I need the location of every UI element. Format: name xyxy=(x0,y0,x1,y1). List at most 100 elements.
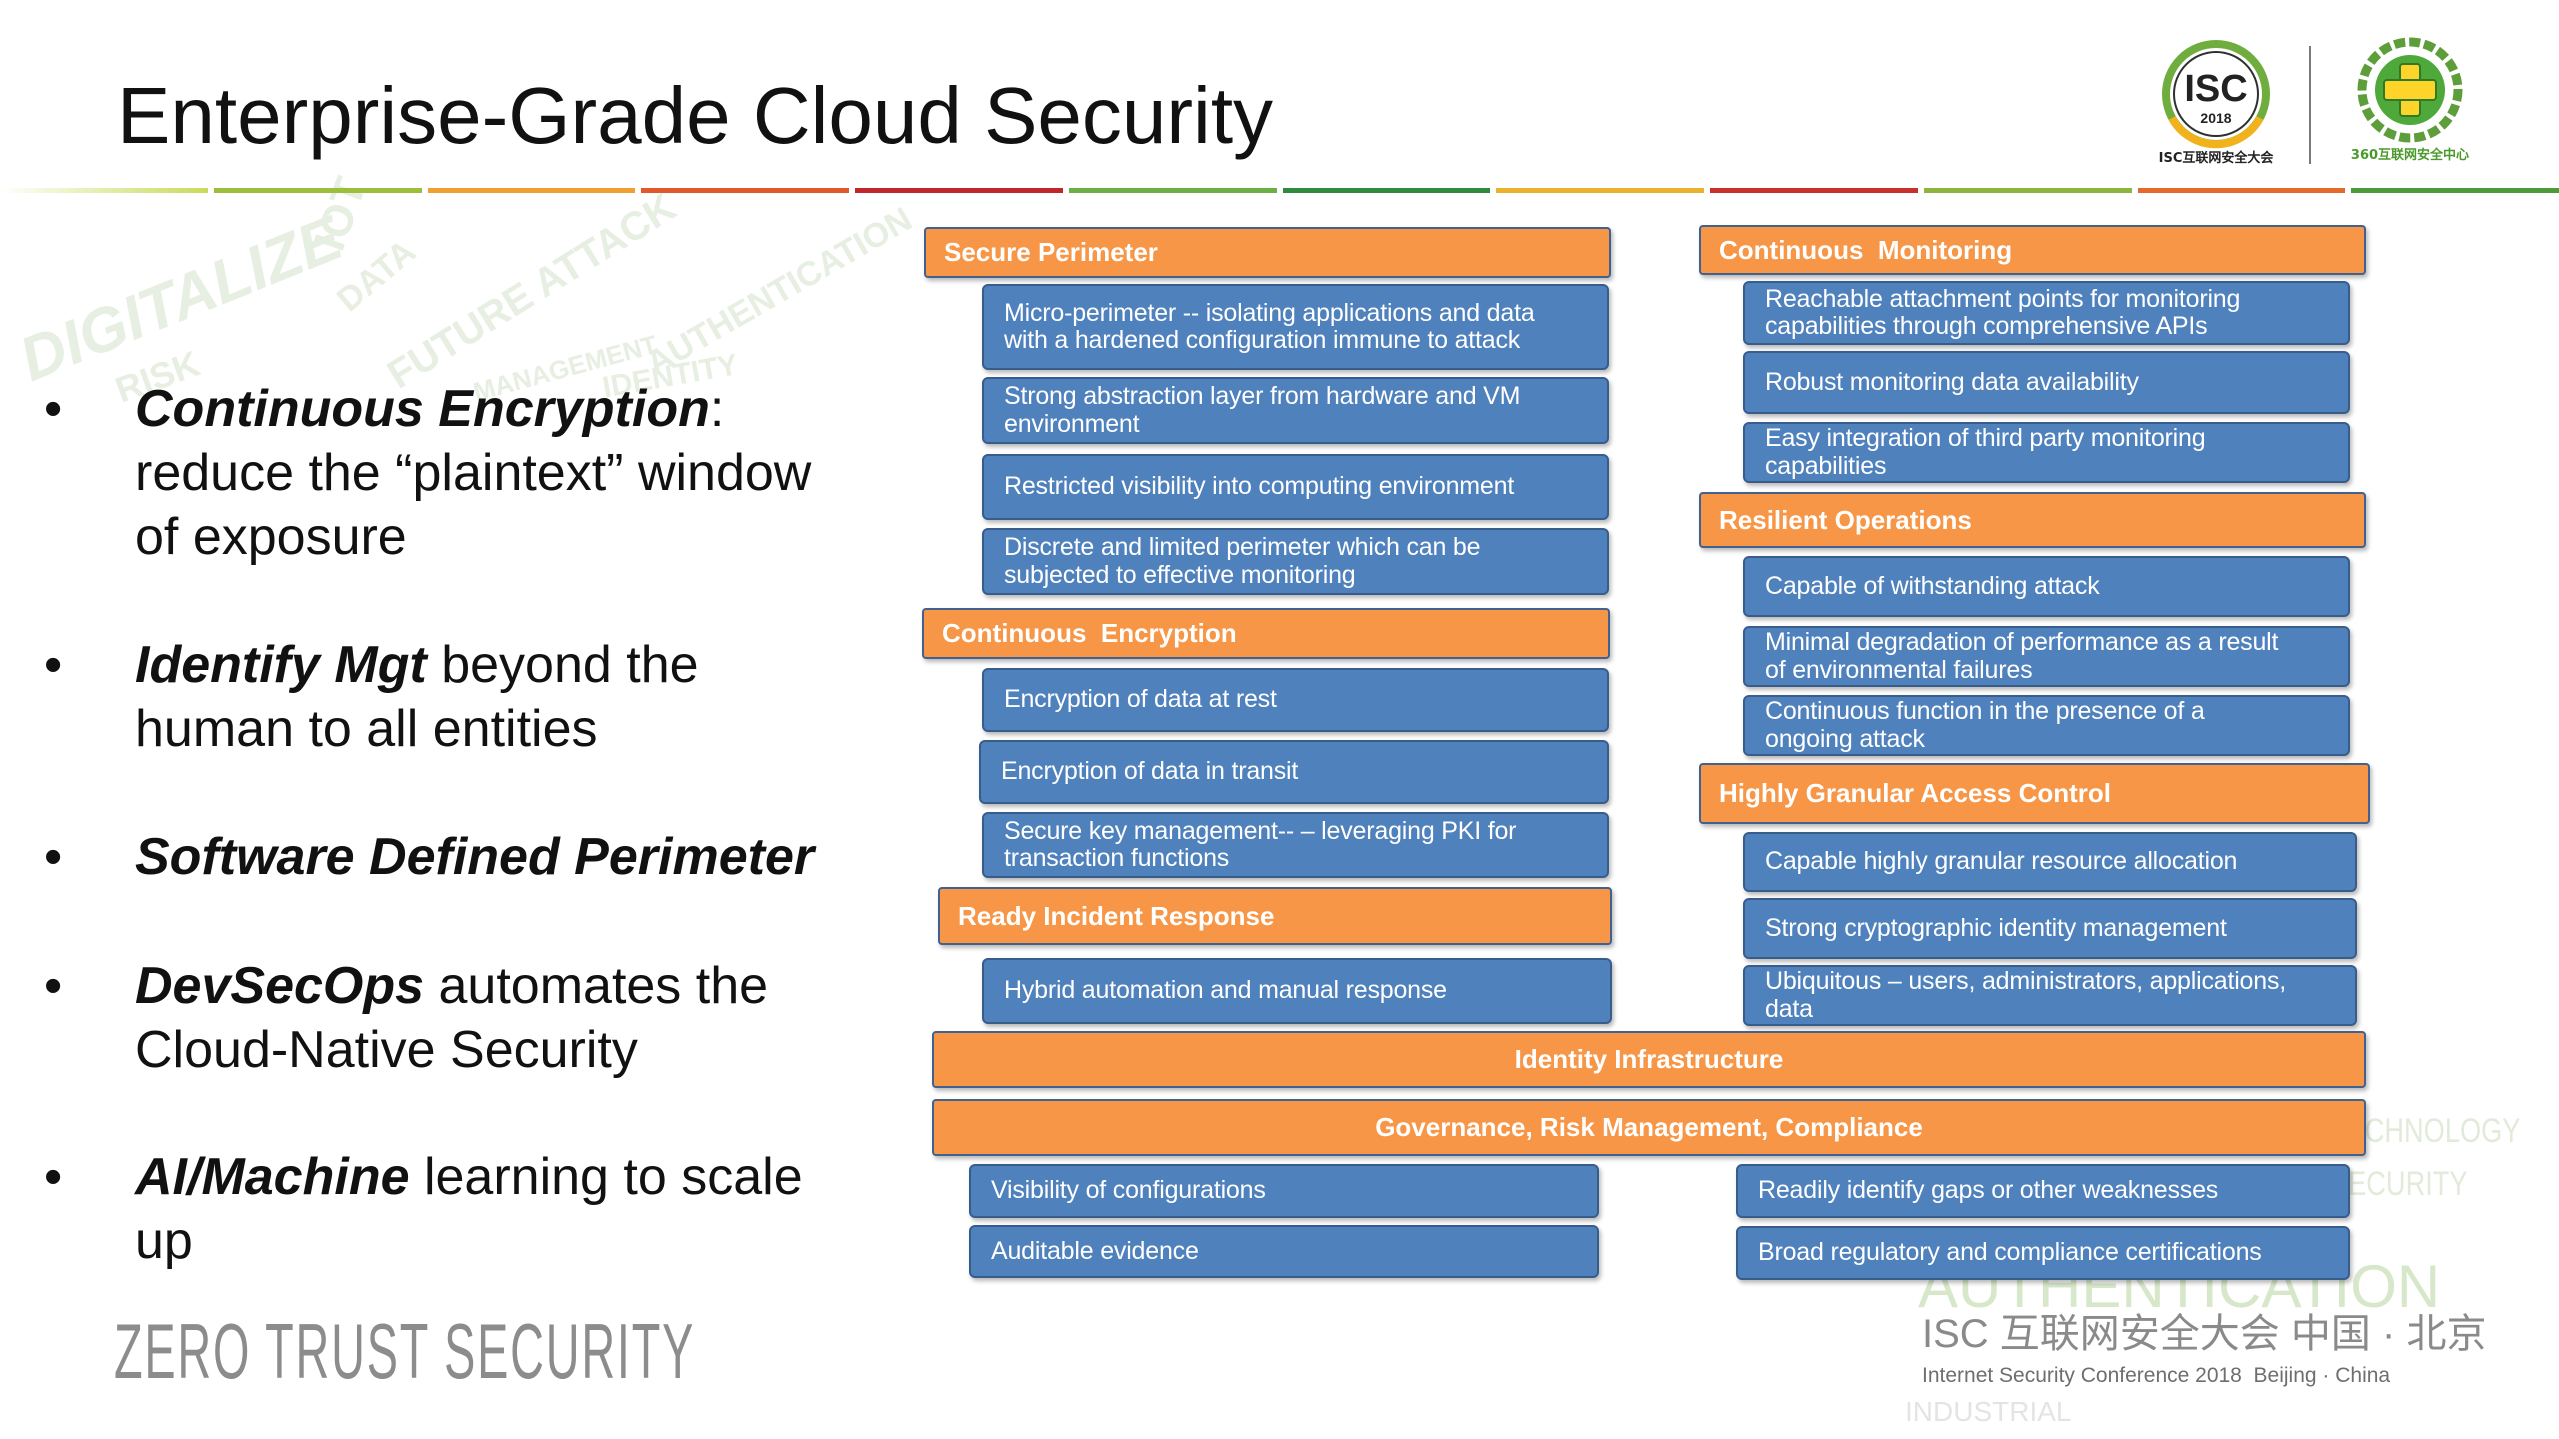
resilient-operations-item: Continuous function in the presence of a… xyxy=(1743,695,2350,756)
bullet-marker: • xyxy=(44,636,63,694)
secure-perimeter-item: Discrete and limited perimeter which can… xyxy=(982,528,1609,595)
resilient-operations-header: Resilient Operations xyxy=(1699,492,2366,548)
header-label: Continuous Encryption xyxy=(942,618,1237,649)
stripe-segment xyxy=(0,188,208,193)
bullet-tail: learning to scale xyxy=(409,1148,803,1206)
ready-incident-response-header: Ready Incident Response xyxy=(938,887,1612,945)
zero-trust-tagline: ZERO TRUST SECURITY xyxy=(114,1307,696,1395)
bullet-line: reduce the “plaintext” window xyxy=(135,444,812,502)
item-text-line: Readily identify gaps or other weaknesse… xyxy=(1758,1176,2219,1205)
secure-perimeter-item: Micro-perimeter -- isolating application… xyxy=(982,284,1609,370)
item-text-line: Strong abstraction layer from hardware a… xyxy=(1004,382,1521,410)
header-label: Governance, Risk Management, Compliance xyxy=(1375,1112,1923,1143)
item-text-line: capabilities xyxy=(1765,451,1887,480)
item-text-line: Micro-perimeter -- isolating application… xyxy=(1004,298,1535,327)
grc-item: Auditable evidence xyxy=(969,1225,1599,1278)
item-text-line: Strong cryptographic identity management xyxy=(1765,913,2227,942)
stripe-segment xyxy=(641,188,849,193)
slide-title: Enterprise-Grade Cloud Security xyxy=(117,71,1274,160)
continuous-encryption-item: Encryption of data in transit xyxy=(979,740,1609,804)
item-text-line: with a hardened configuration immune to … xyxy=(1004,326,1521,354)
watermark-word: SECURITY xyxy=(2330,1165,2468,1203)
bullet-lead: Continuous Encryption xyxy=(135,380,710,438)
item-text-line: Ubiquitous – users, administrators, appl… xyxy=(1765,967,2287,995)
item-text-line: of environmental failures xyxy=(1765,655,2033,684)
360-logo-caption: 360互联网安全中心 xyxy=(2351,147,2469,163)
access-control-item: Strong cryptographic identity management xyxy=(1743,898,2357,959)
stripe-segment xyxy=(1923,188,2132,193)
continuous-monitoring-item: Reachable attachment points for monitori… xyxy=(1743,281,2350,345)
item-text-line: Capable highly granular resource allocat… xyxy=(1765,847,2238,876)
grc-item: Readily identify gaps or other weaknesse… xyxy=(1736,1164,2350,1218)
bullet-marker: • xyxy=(44,1148,63,1206)
bullet-marker: • xyxy=(44,380,63,438)
header-label: Identity Infrastructure xyxy=(1514,1044,1784,1075)
item-text-line: Hybrid automation and manual response xyxy=(1004,976,1447,1005)
item-text-line: environment xyxy=(1004,409,1140,438)
identity-infrastructure-header: Identity Infrastructure xyxy=(932,1031,2366,1088)
title-stripe xyxy=(0,188,2559,193)
stripe-segment xyxy=(1068,188,1277,193)
item-text-line: Discrete and limited perimeter which can… xyxy=(1004,533,1481,561)
stripe-segment xyxy=(213,188,422,193)
watermark-word: AUTHENTICATION xyxy=(640,200,919,383)
stripe-segment xyxy=(855,188,1063,193)
360-logo: 360互联网安全中心 xyxy=(2351,37,2469,163)
header-label: Ready Incident Response xyxy=(958,900,1275,931)
bullet-lead: Software Defined Perimeter xyxy=(135,828,815,886)
stripe-segment xyxy=(427,188,636,193)
item-text-line: data xyxy=(1765,994,1813,1023)
header-label: Highly Granular Access Control xyxy=(1719,778,2112,809)
item-text-line: Minimal degradation of performance as a … xyxy=(1765,628,2279,656)
stripe-segment xyxy=(1496,188,1704,193)
item-text-line: Reachable attachment points for monitori… xyxy=(1765,284,2241,313)
stripe-segment xyxy=(1710,188,1918,193)
continuous-encryption-header: Continuous Encryption xyxy=(922,608,1610,659)
resilient-operations-item: Minimal degradation of performance as a … xyxy=(1743,626,2350,687)
conference-name-en: Internet Security Conference 2018 Beijin… xyxy=(1922,1364,2391,1387)
continuous-encryption-item: Secure key management-- – leveraging PKI… xyxy=(982,812,1609,878)
item-text-line: Encryption of data at rest xyxy=(1004,685,1277,714)
access-control-header: Highly Granular Access Control xyxy=(1699,763,2370,824)
isc-logo-mark: ISC xyxy=(2184,68,2247,110)
grc-item: Broad regulatory and compliance certific… xyxy=(1736,1226,2350,1280)
item-text-line: Secure key management-- – leveraging PKI… xyxy=(1004,816,1517,845)
header-label: Resilient Operations xyxy=(1719,504,1972,535)
continuous-monitoring-item: Robust monitoring data availability xyxy=(1743,351,2350,414)
continuous-encryption-item: Encryption of data at rest xyxy=(982,668,1609,732)
logo-divider xyxy=(2309,46,2311,164)
secure-perimeter-item: Strong abstraction layer from hardware a… xyxy=(982,377,1609,444)
bullet-tail: : xyxy=(709,380,725,438)
secure-perimeter-item: Restricted visibility into computing env… xyxy=(982,454,1609,520)
header-label: Continuous Monitoring xyxy=(1719,234,2013,265)
bullet-line: of exposure xyxy=(135,508,407,566)
item-text-line: Easy integration of third party monitori… xyxy=(1765,424,2206,452)
item-text-line: transaction functions xyxy=(1004,844,1230,872)
stripe-segment xyxy=(2137,188,2346,193)
item-text-line: Restricted visibility into computing env… xyxy=(1004,472,1515,501)
item-text-line: Visibility of configurations xyxy=(991,1176,1266,1205)
item-text-line: subjected to effective monitoring xyxy=(1004,560,1356,589)
bullet-marker: • xyxy=(44,828,63,886)
bullet-tail: beyond the xyxy=(426,636,699,694)
bullet-marker: • xyxy=(44,957,63,1015)
grc-header: Governance, Risk Management, Compliance xyxy=(932,1099,2366,1156)
stripe-segment xyxy=(2351,188,2559,193)
item-text-line: ongoing attack xyxy=(1765,724,1925,753)
bullet-lead: AI/Machine xyxy=(135,1148,410,1206)
item-text-line: Encryption of data in transit xyxy=(1001,757,1299,786)
bullet-lead: Identify Mgt xyxy=(135,636,427,694)
access-control-item: Capable highly granular resource allocat… xyxy=(1743,832,2357,892)
bullet-line: human to all entities xyxy=(135,700,598,758)
item-text-line: Capable of withstanding attack xyxy=(1765,571,2100,600)
bullet-line: Cloud-Native Security xyxy=(135,1021,638,1079)
conference-name-cn: ISC 互联网安全大会 中国 · 北京 xyxy=(1922,1312,2487,1356)
bullet-line: up xyxy=(135,1212,193,1270)
header-label: Secure Perimeter xyxy=(944,237,1158,268)
resilient-operations-item: Capable of withstanding attack xyxy=(1743,556,2350,617)
continuous-monitoring-header: Continuous Monitoring xyxy=(1699,225,2366,275)
item-text-line: Broad regulatory and compliance certific… xyxy=(1758,1238,2262,1267)
item-text-line: Auditable evidence xyxy=(991,1236,1199,1265)
bullet-tail: automates the xyxy=(424,957,769,1015)
